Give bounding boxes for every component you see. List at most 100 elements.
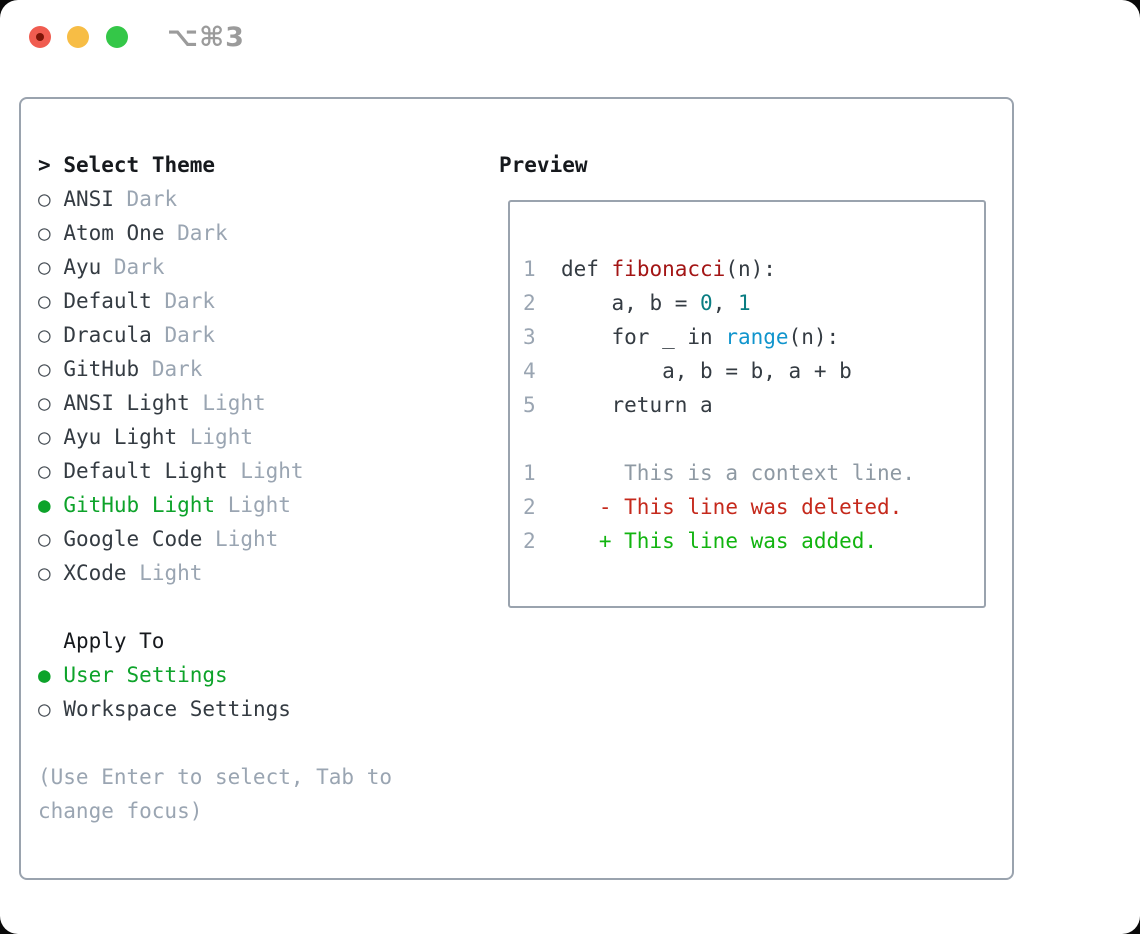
theme-option-ayu[interactable]: ○ Ayu Dark [38,250,392,284]
close-dot-icon [36,33,44,41]
theme-variant: Dark [126,187,178,211]
code-line: 3 for _ in range(n): [523,320,984,354]
line-number: 1 [523,461,536,485]
titlebar: ⌥⌘3 [0,0,1140,74]
token-fn: fibonacci [611,257,726,281]
theme-variant: Light [202,391,266,415]
theme-option-default-light[interactable]: ○ Default Light Light [38,454,392,488]
theme-list: ○ ANSI Dark○ Atom One Dark○ Ayu Dark○ De… [38,182,392,590]
theme-variant: Dark [164,289,216,313]
window-shortcut-label: ⌥⌘3 [167,22,245,53]
theme-variant: Light [240,459,304,483]
apply-option-label: Workspace Settings [63,697,291,721]
token-plain: def [560,257,612,281]
hint-line: (Use Enter to select, Tab to [38,765,393,789]
radio-unselected-icon: ○ [38,697,51,721]
token-builtin: range [725,325,789,349]
radio-unselected-icon: ○ [38,459,51,483]
radio-unselected-icon: ○ [38,221,51,245]
theme-variant: Dark [164,323,216,347]
theme-name: Ayu Light [63,425,178,449]
line-number: 2 [523,495,536,519]
theme-option-default[interactable]: ○ Default Dark [38,284,392,318]
theme-variant: Dark [151,357,203,381]
theme-option-atom-one[interactable]: ○ Atom One Dark [38,216,392,250]
token-lit: 0 [700,291,713,315]
theme-variant: Dark [113,255,165,279]
token-context: This is a context line. [560,461,915,485]
token-plain: for _ in [560,325,726,349]
radio-unselected-icon: ○ [38,425,51,449]
hint-text: (Use Enter to select, Tab to change focus… [38,760,392,828]
token-plain: a, b = [560,291,701,315]
radio-unselected-icon: ○ [38,187,51,211]
theme-name: XCode [63,561,127,585]
apply-option-workspace-settings[interactable]: ○ Workspace Settings [38,692,392,726]
radio-unselected-icon: ○ [38,255,51,279]
hint-line: change focus) [38,799,203,823]
code-line: 4 a, b = b, a + b [523,354,984,388]
apply-option-label: User Settings [63,663,228,687]
token-plain: (n): [725,257,776,281]
theme-option-github-light[interactable]: ● GitHub Light Light [38,488,392,522]
line-number: 3 [523,325,536,349]
theme-name: Default [63,289,152,313]
token-plain: a, b = b, a + b [560,359,852,383]
radio-unselected-icon: ○ [38,289,51,313]
theme-name: Default Light [63,459,228,483]
theme-option-ansi[interactable]: ○ ANSI Dark [38,182,392,216]
line-number: 2 [523,529,536,553]
theme-name: GitHub Light [63,493,216,517]
line-number: 5 [523,393,536,417]
theme-variant: Light [189,425,253,449]
preview-title: Preview [499,153,588,177]
code-line: 2 + This line was added. [523,524,984,558]
select-theme-title: > Select Theme [38,153,216,177]
theme-name: Atom One [63,221,165,245]
theme-option-google-code[interactable]: ○ Google Code Light [38,522,392,556]
theme-option-ansi-light[interactable]: ○ ANSI Light Light [38,386,392,420]
theme-variant: Dark [177,221,228,245]
apply-option-user-settings[interactable]: ● User Settings [38,658,392,692]
close-button[interactable] [29,26,51,48]
minimize-button[interactable] [67,26,89,48]
token-add: + This line was added. [560,529,878,553]
token-plain: return a [560,393,713,417]
theme-name: GitHub [63,357,140,381]
code-line [523,422,984,456]
code-line: 2 - This line was deleted. [523,490,984,524]
token-plain: , [712,291,738,315]
code-line: 1 This is a context line. [523,456,984,490]
code-line: 1 def fibonacci(n): [523,252,984,286]
theme-picker-panel: > Select Theme ○ ANSI Dark○ Atom One Dar… [19,97,1014,880]
zoom-button[interactable] [106,26,128,48]
apply-to-list: ● User Settings○ Workspace Settings [38,658,392,726]
theme-variant: Light [215,527,279,551]
theme-option-github[interactable]: ○ GitHub Dark [38,352,392,386]
radio-selected-icon: ● [38,663,51,687]
apply-to-title: Apply To [63,629,165,653]
left-column: > Select Theme ○ ANSI Dark○ Atom One Dar… [38,148,392,828]
theme-option-dracula[interactable]: ○ Dracula Dark [38,318,392,352]
line-number: 2 [523,291,536,315]
radio-unselected-icon: ○ [38,357,51,381]
theme-variant: Light [139,561,203,585]
token-del: - This line was deleted. [560,495,903,519]
radio-selected-icon: ● [38,493,51,517]
theme-name: Dracula [63,323,152,347]
theme-option-xcode[interactable]: ○ XCode Light [38,556,392,590]
theme-name: ANSI Light [63,391,190,415]
radio-unselected-icon: ○ [38,323,51,347]
code-line: 5 return a [523,388,984,422]
theme-name: ANSI [63,187,114,211]
line-number: 1 [523,257,536,281]
radio-unselected-icon: ○ [38,527,51,551]
radio-unselected-icon: ○ [38,391,51,415]
code-line: 2 a, b = 0, 1 [523,286,984,320]
line-number: 4 [523,359,536,383]
token-plain: (n): [788,325,840,349]
theme-option-ayu-light[interactable]: ○ Ayu Light Light [38,420,392,454]
